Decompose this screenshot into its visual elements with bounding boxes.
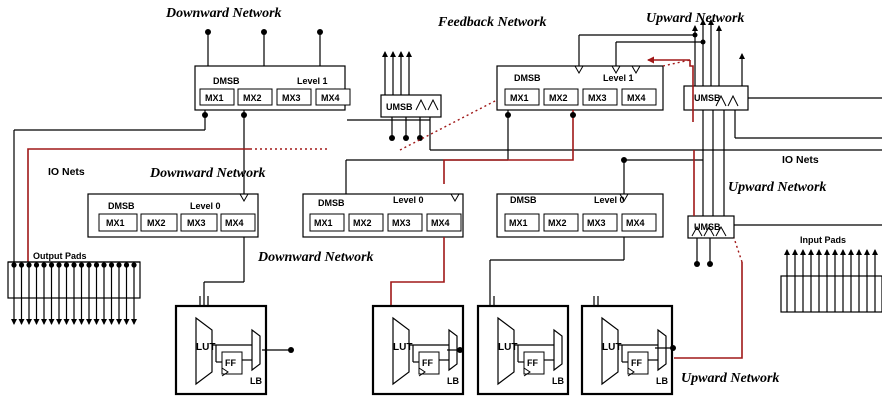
logic-block: LUT FF LB <box>476 304 570 396</box>
mux-label: MX3 <box>392 218 411 228</box>
lut-label: LUT <box>393 342 412 353</box>
logic-block-frame <box>476 304 570 396</box>
ff-box <box>418 351 440 375</box>
clock-mark <box>627 367 635 377</box>
umsb-label: UMSB <box>694 222 721 232</box>
umsb-top-left: UMSB <box>380 51 442 141</box>
mux-label: MX2 <box>548 218 567 228</box>
ff-label: FF <box>631 358 642 368</box>
mux-label: MX3 <box>588 93 607 103</box>
lb-label: LB <box>447 376 459 386</box>
mux-label: MX4 <box>431 218 450 228</box>
umsb-label: UMSB <box>694 93 721 103</box>
mux-label: MX3 <box>187 218 206 228</box>
mux-label: MX2 <box>243 93 262 103</box>
clock-mark <box>418 367 426 377</box>
dmsb-level0-b: DMSB Level 0 MX1 MX2 MX3 MX4 <box>302 193 464 238</box>
umsb-top-right: UMSB <box>683 53 749 152</box>
ff-label: FF <box>527 358 538 368</box>
ff-box <box>221 351 243 375</box>
dmsb-label: DMSB <box>213 76 240 86</box>
mux-label: MX1 <box>205 93 224 103</box>
dmsb-label: DMSB <box>318 198 345 208</box>
lb-label: LB <box>656 376 668 386</box>
logic-block-frame <box>174 304 268 396</box>
lut-label: LUT <box>498 342 517 353</box>
io-nets-label-left: IO Nets <box>48 166 85 178</box>
dmsb-level0-a: DMSB Level 0 MX1 MX2 MX3 MX4 <box>87 193 259 238</box>
mux-label: MX2 <box>549 93 568 103</box>
mux-label: MX2 <box>147 218 166 228</box>
ff-label: FF <box>225 358 236 368</box>
output-mux-shape <box>251 328 261 372</box>
mux-label: MX1 <box>106 218 125 228</box>
level-label: Level 0 <box>393 195 424 205</box>
lut-label: LUT <box>196 342 215 353</box>
dmsb-level0-c: DMSB Level 0 MX1 MX2 MX3 MX4 <box>496 193 664 238</box>
mux-label: MX2 <box>353 218 372 228</box>
mux-label: MX1 <box>314 218 333 228</box>
output-pads: Output Pads <box>7 251 141 325</box>
feedback-network-label: Feedback Network <box>437 15 546 30</box>
clock-mark <box>523 367 531 377</box>
umsb-mid-right: UMSB <box>687 215 735 267</box>
lb-label: LB <box>552 376 564 386</box>
level-label: Level 1 <box>297 76 328 86</box>
lb-label: LB <box>250 376 262 386</box>
lut-label: LUT <box>602 342 621 353</box>
logic-blocks: LUT FF LB LUT FF LB LUT FF LB LUT FF LB <box>174 304 674 396</box>
feedback-path-highlight <box>27 56 743 359</box>
input-pads-label: Input Pads <box>800 235 846 245</box>
dmsb-level1-right: DMSB Level 1 MX1 MX2 MX3 MX4 <box>496 65 664 111</box>
downward-network-label-top: Downward Network <box>165 6 282 21</box>
lut-shape <box>497 316 515 386</box>
level-label: Level 0 <box>594 195 625 205</box>
mux-label: MX4 <box>321 93 340 103</box>
upward-network-label-bottom: Upward Network <box>681 371 779 386</box>
io-nets-label-right: IO Nets <box>782 154 819 166</box>
mux-label: MX1 <box>509 218 528 228</box>
upward-network-label-top: Upward Network <box>646 11 744 26</box>
mux-label: MX4 <box>626 218 645 228</box>
ff-box <box>523 351 545 375</box>
level-label: Level 1 <box>603 73 634 83</box>
mux-label: MX4 <box>225 218 244 228</box>
logic-block-frame <box>580 304 674 396</box>
dmsb-level1-left: DMSB Level 1 MX1 MX2 MX3 MX4 <box>194 65 351 111</box>
downward-network-label-mid: Downward Network <box>149 166 266 181</box>
logic-block: LUT FF LB <box>174 304 268 396</box>
lut-shape <box>195 316 213 386</box>
output-mux-shape <box>657 328 667 372</box>
clock-mark <box>221 367 229 377</box>
logic-block: LUT FF LB <box>580 304 674 396</box>
lut-shape <box>601 316 619 386</box>
output-mux-shape <box>553 328 563 372</box>
mux-label: MX3 <box>282 93 301 103</box>
umsb-label: UMSB <box>386 102 413 112</box>
downward-network-label-low: Downward Network <box>257 250 374 265</box>
input-pads: Input Pads <box>780 235 882 313</box>
lb-output-wires <box>262 345 676 353</box>
logic-block: LUT FF LB <box>371 304 465 396</box>
lut-shape <box>392 316 410 386</box>
dmsb-label: DMSB <box>510 195 537 205</box>
upward-network-top-arrows <box>578 19 722 86</box>
level-label: Level 0 <box>190 201 221 211</box>
mux-label: MX1 <box>510 93 529 103</box>
interconnect-wires <box>13 97 882 323</box>
dmsb-label: DMSB <box>514 73 541 83</box>
output-pad-pins <box>11 262 137 325</box>
dmsb-label: DMSB <box>108 201 135 211</box>
ff-box <box>627 351 649 375</box>
upward-network-label-mid: Upward Network <box>728 180 826 195</box>
mux-label: MX3 <box>587 218 606 228</box>
input-pad-pins <box>784 249 878 312</box>
output-pads-label: Output Pads <box>33 251 87 261</box>
mux-label: MX4 <box>627 93 646 103</box>
ff-label: FF <box>422 358 433 368</box>
